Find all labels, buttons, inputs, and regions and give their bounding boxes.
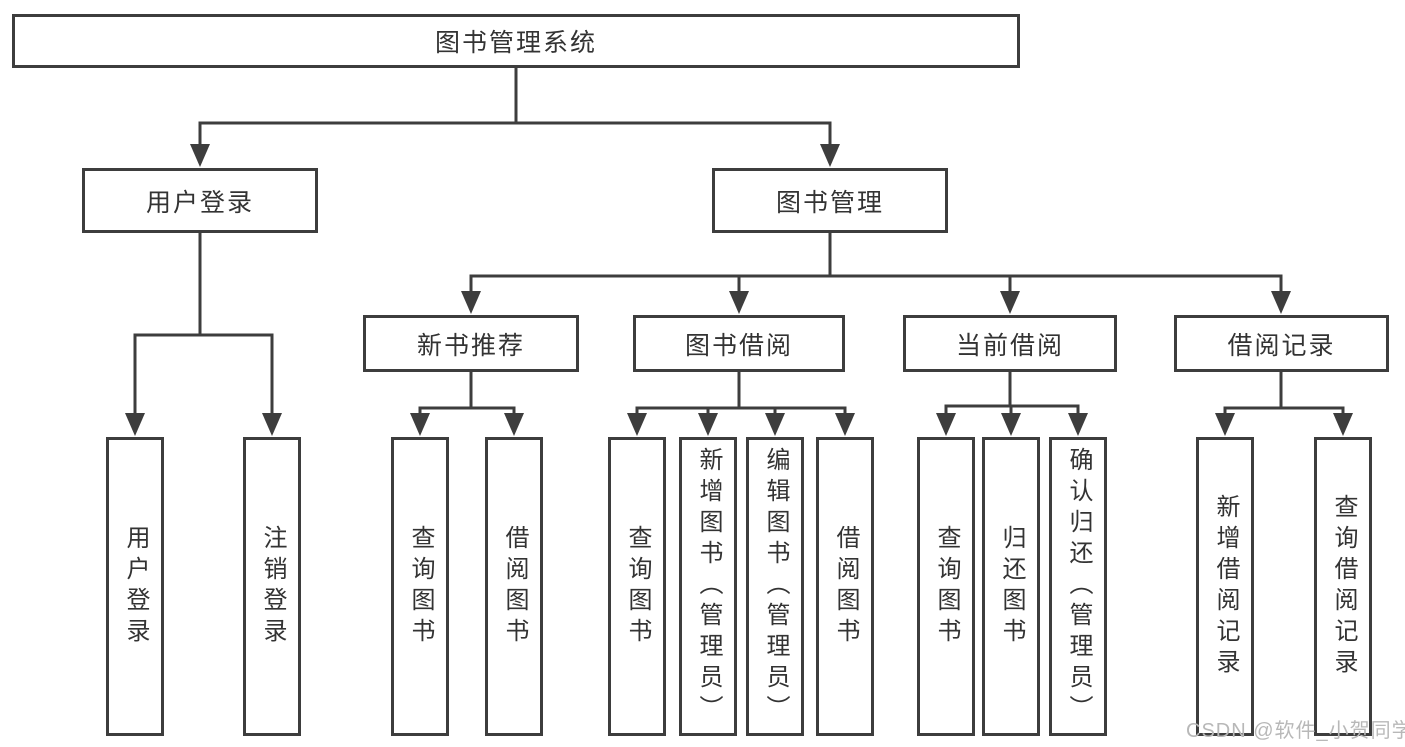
node-label: 查询图书 [624, 524, 651, 649]
leaf-add-books-admin: 新增图书（管理员） [679, 437, 737, 736]
node-book-management: 图书管理 [712, 168, 948, 233]
leaf-borrow-books-1: 借阅图书 [485, 437, 543, 736]
leaf-add-borrow-record: 新增借阅记录 [1196, 437, 1254, 736]
node-label: 图书管理系统 [434, 29, 597, 57]
node-label: 新增借阅记录 [1212, 493, 1239, 680]
node-label: 借阅图书 [832, 524, 859, 649]
leaf-query-books-1: 查询图书 [391, 437, 449, 736]
node-label: 编辑图书（管理员） [762, 447, 789, 726]
node-borrowing-records: 借阅记录 [1174, 315, 1389, 372]
node-label: 图书管理 [775, 188, 884, 217]
node-user-login: 用户登录 [82, 168, 318, 233]
node-label: 归还图书 [998, 524, 1025, 649]
node-label: 借阅图书 [501, 524, 528, 649]
node-library-management-system: 图书管理系统 [12, 14, 1020, 68]
leaf-query-books-2: 查询图书 [608, 437, 666, 736]
node-label: 查询图书 [407, 524, 434, 649]
node-current-borrowing: 当前借阅 [903, 315, 1117, 372]
node-label: 用户登录 [145, 188, 254, 217]
connector-root-split [190, 66, 840, 167]
connector-user-login-split [125, 231, 282, 436]
node-label: 当前借阅 [955, 331, 1064, 360]
leaf-query-borrow-record: 查询借阅记录 [1314, 437, 1372, 736]
leaf-edit-books-admin: 编辑图书（管理员） [746, 437, 804, 736]
connector-current-borrowing-split [936, 370, 1088, 436]
leaf-user-login: 用户登录 [106, 437, 164, 736]
connector-book-management-split [461, 231, 1291, 314]
node-label: 用户登录 [122, 524, 149, 649]
leaf-borrow-books-2: 借阅图书 [816, 437, 874, 736]
node-label: 借阅记录 [1227, 331, 1336, 360]
node-label: 图书借阅 [684, 331, 793, 360]
leaf-confirm-return-admin: 确认归还（管理员） [1049, 437, 1107, 736]
node-book-borrowing: 图书借阅 [633, 315, 845, 372]
node-label: 查询图书 [933, 524, 960, 649]
node-new-book-recommendation: 新书推荐 [363, 315, 579, 372]
csdn-watermark: CSDN @软件_小贺同学 [1186, 720, 1405, 742]
leaf-return-books: 归还图书 [982, 437, 1040, 736]
leaf-logout: 注销登录 [243, 437, 301, 736]
connector-new-books-split [410, 370, 524, 436]
node-label: 确认归还（管理员） [1065, 447, 1092, 726]
node-label: 注销登录 [259, 524, 286, 649]
connector-book-borrowing-split [627, 370, 855, 436]
node-label: 新书推荐 [416, 331, 525, 360]
connector-borrowing-records-split [1215, 370, 1353, 436]
leaf-query-books-3: 查询图书 [917, 437, 975, 736]
node-label: 新增图书（管理员） [695, 447, 722, 726]
node-label: 查询借阅记录 [1330, 493, 1357, 680]
